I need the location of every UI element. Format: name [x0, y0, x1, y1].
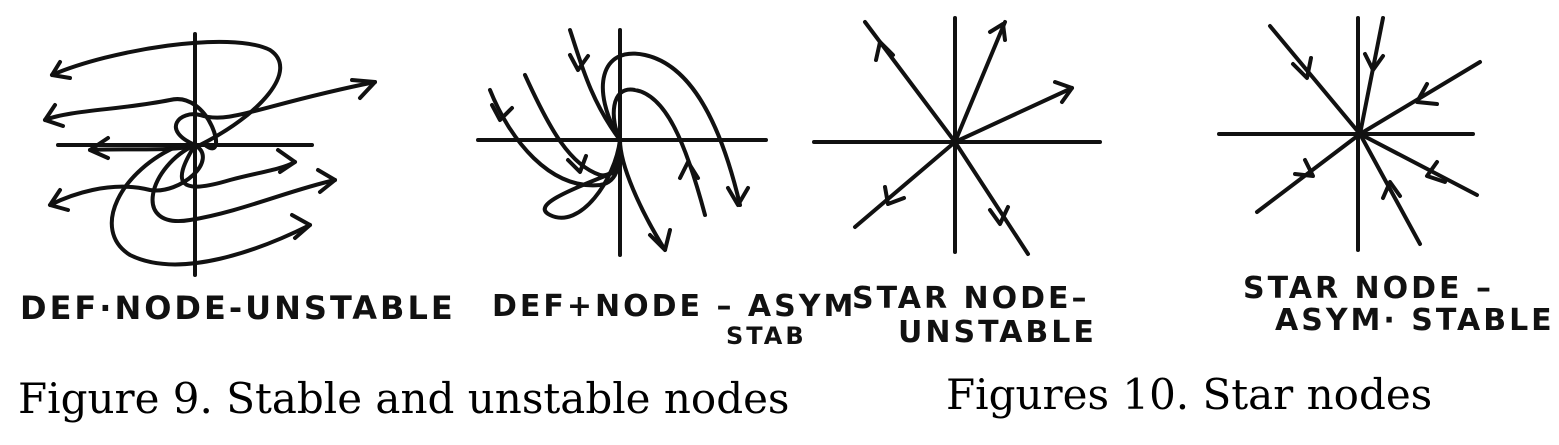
diagram-label: DEF·NODE-UNSTABLE — [20, 289, 456, 327]
arrowhead — [883, 185, 906, 206]
trajectory-ray — [1358, 16, 1385, 136]
trajectory — [50, 39, 283, 147]
trajectory — [43, 97, 219, 151]
phase-portrait-degenerate-unstable — [43, 32, 377, 277]
diagram-label-line1: STAR NODE – — [1243, 271, 1494, 306]
trajectory-ray — [863, 20, 957, 144]
trajectory-ray — [853, 140, 957, 229]
trajectory-ray — [1358, 132, 1479, 197]
trajectory-ray — [1268, 24, 1362, 136]
trajectory-ray — [1255, 132, 1362, 214]
arrowhead — [290, 213, 312, 240]
arrowhead — [1363, 52, 1385, 72]
trajectory — [523, 73, 622, 178]
arrowhead — [678, 160, 700, 180]
arrowhead — [1415, 82, 1439, 106]
arrowhead — [1381, 180, 1402, 200]
arrowhead — [43, 103, 65, 128]
arrowhead — [490, 103, 514, 122]
trajectory — [48, 143, 205, 207]
arrowhead — [874, 40, 895, 62]
arrowhead — [50, 60, 72, 80]
trajectory-ray — [953, 140, 1030, 256]
diagram-degenerate-node-unstable: DEF·NODE-UNSTABLE — [20, 20, 453, 324]
arrowhead — [988, 205, 1010, 226]
trajectory — [600, 51, 742, 207]
trajectory — [611, 87, 707, 217]
trajectory-ray — [953, 20, 1007, 144]
trajectory — [109, 143, 312, 267]
phase-portrait-degenerate-stable — [476, 28, 768, 257]
trajectory — [488, 88, 622, 188]
trajectory — [542, 138, 622, 220]
diagram-label-line2: STAB — [726, 322, 807, 350]
arrowhead — [568, 53, 590, 72]
arrowhead — [1053, 80, 1074, 104]
trajectory-ray — [1358, 132, 1422, 246]
diagram-label-line2: ASYM· STABLE — [1275, 303, 1555, 338]
arrowhead — [988, 22, 1007, 42]
arrowhead — [1425, 160, 1447, 184]
diagram-star-node-unstable: STAR NODE– UNSTABLE — [810, 12, 1110, 348]
trajectory — [618, 138, 667, 252]
arrowhead — [566, 154, 588, 174]
diagram-star-node-stable: STAR NODE – ASYM· STABLE — [1215, 12, 1552, 336]
diagram-label-line1: DEF+NODE – ASYM — [492, 289, 857, 324]
trajectory — [150, 143, 337, 224]
arrowhead — [1291, 56, 1313, 80]
arrowhead — [316, 168, 337, 194]
arrowhead — [48, 188, 70, 212]
figure-caption-right: Figures 10. Star nodes — [946, 370, 1433, 419]
arrowhead — [276, 148, 297, 174]
phase-portrait-star-stable — [1217, 16, 1482, 252]
arrowhead — [648, 228, 672, 252]
arrowhead — [1293, 158, 1315, 178]
diagram-label-line2: UNSTABLE — [898, 315, 1097, 350]
arrowhead — [88, 136, 110, 160]
arrowhead — [350, 78, 377, 100]
figure-caption-left: Figure 9. Stable and unstable nodes — [18, 374, 790, 423]
trajectory — [179, 143, 297, 189]
trajectory-ray — [953, 86, 1074, 144]
phase-portrait-star-unstable — [812, 16, 1102, 256]
diagram-label-line1: STAR NODE– — [852, 281, 1090, 316]
arrowhead — [726, 186, 750, 207]
diagram-degenerate-node-stable: DEF+NODE – ASYM STAB — [470, 20, 853, 348]
